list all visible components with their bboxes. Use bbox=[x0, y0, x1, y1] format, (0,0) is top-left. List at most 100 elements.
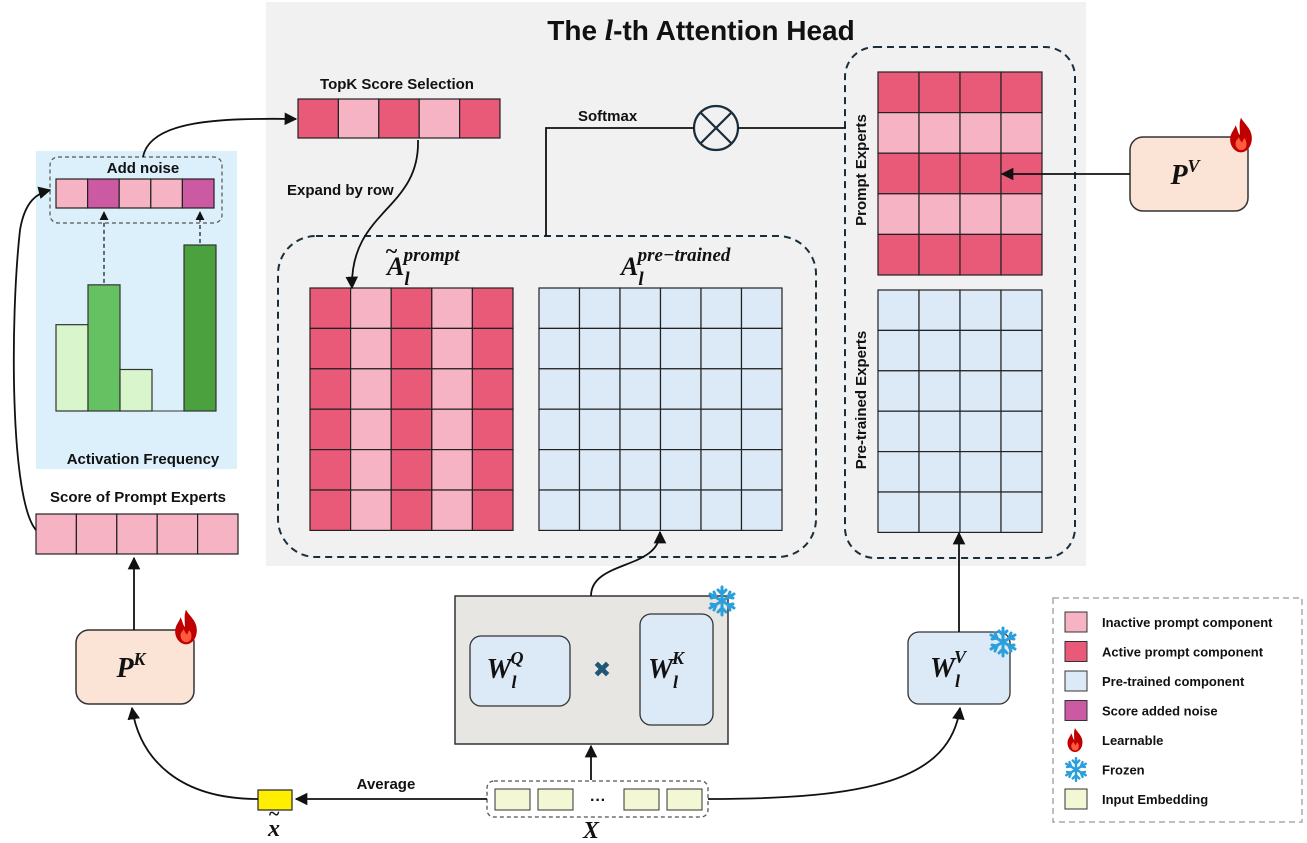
legend-swatch bbox=[1064, 641, 1088, 662]
add-noise-label: Add noise bbox=[107, 160, 180, 177]
pretrained-experts-matrix bbox=[877, 289, 1043, 534]
wqk-to-apre-arrow bbox=[590, 530, 667, 597]
prompt-expert-cell bbox=[1000, 111, 1043, 154]
a-prompt-tilde: ~ bbox=[385, 238, 398, 263]
prompt-experts-label: Prompt Experts bbox=[853, 114, 870, 226]
pretrained-experts-label: Pre-trained Experts bbox=[853, 331, 870, 469]
a-prompt-cell bbox=[471, 408, 514, 451]
prompt-expert-cell bbox=[959, 71, 1002, 114]
expand-by-row-arrow bbox=[345, 139, 419, 290]
a-prompt-cell bbox=[309, 449, 352, 491]
prompt-expert-cell bbox=[918, 71, 961, 114]
xtilde-to-pk-arrow bbox=[127, 706, 259, 800]
input-embedding-cell bbox=[623, 788, 660, 811]
input-embedding-cell bbox=[494, 788, 531, 811]
a-pretrained-matrix bbox=[538, 287, 783, 532]
prompt-expert-cell bbox=[918, 233, 961, 276]
a-pretrained-cell bbox=[740, 408, 783, 451]
prompt-expert-cell bbox=[959, 193, 1002, 236]
a-prompt-cell bbox=[309, 327, 352, 370]
expand-by-row-label: Expand by row bbox=[287, 182, 394, 199]
a-prompt-symbol: Alprompt bbox=[385, 245, 460, 290]
pretrained-expert-cell bbox=[959, 491, 1002, 534]
a-prompt-cell bbox=[390, 449, 433, 491]
a-prompt-cell bbox=[431, 449, 473, 491]
a-pretrained-cell bbox=[619, 408, 662, 451]
prompt-expert-score-cell bbox=[156, 513, 199, 555]
pretrained-expert-cell bbox=[1000, 410, 1043, 453]
a-pretrained-cell bbox=[659, 408, 702, 451]
a-pretrained-cell bbox=[740, 327, 783, 370]
a-pretrained-cell bbox=[619, 449, 662, 491]
a-pretrained-cell bbox=[619, 327, 662, 370]
a-pretrained-cell bbox=[538, 408, 581, 451]
pk-symbol: PK bbox=[115, 649, 147, 684]
pretrained-expert-cell bbox=[959, 370, 1002, 412]
attention-head-title: The l-th Attention Head bbox=[547, 14, 855, 47]
noised-score-cell bbox=[55, 178, 89, 209]
input-embedding-cell bbox=[537, 788, 574, 811]
a-pretrained-cell bbox=[700, 327, 743, 370]
a-prompt-cell bbox=[390, 368, 433, 410]
a-pretrained-cell bbox=[538, 368, 581, 410]
a-pretrained-cell bbox=[578, 489, 621, 532]
input-ellipsis: ··· bbox=[590, 792, 606, 809]
average-label: Average bbox=[357, 776, 416, 793]
topk-score-cell bbox=[418, 98, 461, 139]
pretrained-expert-cell bbox=[959, 289, 1002, 332]
topk-score-cell bbox=[459, 98, 501, 139]
add-noise-box bbox=[49, 156, 223, 224]
legend-swatch bbox=[1064, 788, 1088, 810]
legend-label: Frozen bbox=[1102, 763, 1145, 778]
a-pretrained-cell bbox=[578, 408, 621, 451]
legend-label: Inactive prompt component bbox=[1102, 615, 1273, 630]
pretrained-expert-cell bbox=[1000, 491, 1043, 534]
prompt-expert-cell bbox=[1000, 233, 1043, 276]
activation-frequency-bar bbox=[119, 368, 153, 412]
prompt-expert-cell bbox=[877, 233, 920, 276]
wq-symbol: WlQ bbox=[487, 648, 524, 692]
pretrained-expert-cell bbox=[877, 329, 920, 372]
a-pretrained-cell bbox=[700, 287, 743, 330]
pretrained-expert-cell bbox=[1000, 329, 1043, 372]
wv-box bbox=[907, 631, 1011, 705]
a-pretrained-cell bbox=[578, 368, 621, 410]
pv-learnable-flame-icon bbox=[1230, 117, 1252, 153]
pk-box bbox=[75, 629, 195, 705]
prompt-expert-cell bbox=[959, 152, 1002, 195]
a-prompt-cell bbox=[390, 408, 433, 451]
prompt-expert-cell bbox=[877, 152, 920, 195]
prompt-expert-score-vector bbox=[35, 513, 239, 555]
prompt-expert-cell bbox=[877, 193, 920, 236]
a-pretrained-cell bbox=[740, 368, 783, 410]
a-pretrained-cell bbox=[740, 489, 783, 532]
pretrained-expert-cell bbox=[959, 410, 1002, 453]
a-prompt-cell bbox=[471, 449, 514, 491]
legend-swatch bbox=[1064, 670, 1088, 692]
legend-swatch bbox=[1064, 611, 1088, 633]
noised-score-cell bbox=[181, 178, 215, 209]
a-pretrained-cell bbox=[740, 287, 783, 330]
noised-score-cell bbox=[150, 178, 184, 209]
a-pretrained-cell bbox=[538, 489, 581, 532]
a-prompt-cell bbox=[309, 489, 352, 532]
x-to-wv-arrow bbox=[707, 706, 965, 800]
a-pretrained-cell bbox=[659, 368, 702, 410]
pretrained-expert-cell bbox=[1000, 370, 1043, 412]
prompt-expert-score-cell bbox=[197, 513, 239, 555]
a-prompt-cell bbox=[350, 449, 392, 491]
a-pretrained-cell bbox=[740, 449, 783, 491]
prompt-experts-matrix bbox=[877, 71, 1043, 276]
a-prompt-cell bbox=[350, 368, 392, 410]
score-prompt-experts-label: Score of Prompt Experts bbox=[50, 489, 226, 506]
pretrained-expert-cell bbox=[1000, 451, 1043, 493]
a-prompt-matrix bbox=[309, 287, 514, 532]
pretrained-expert-cell bbox=[918, 370, 961, 412]
averaged-embedding bbox=[257, 789, 293, 811]
activation-frequency-bar bbox=[183, 244, 217, 412]
a-prompt-cell bbox=[350, 287, 392, 330]
a-prompt-cell bbox=[309, 368, 352, 410]
pretrained-expert-cell bbox=[918, 410, 961, 453]
a-pretrained-cell bbox=[700, 449, 743, 491]
